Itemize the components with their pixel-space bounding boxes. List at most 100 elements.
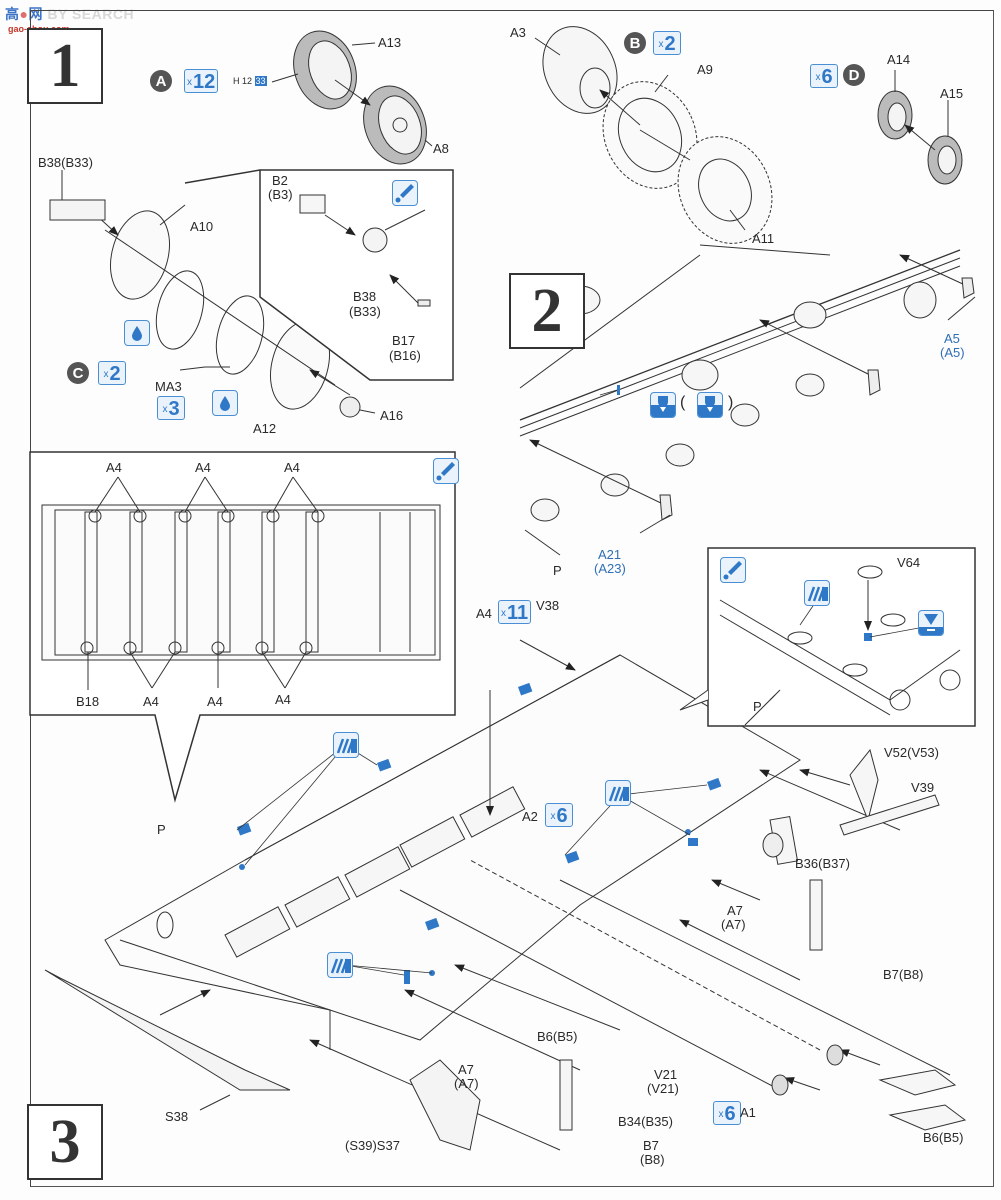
part-label: (B33) <box>349 304 381 319</box>
variant-badge-d: D <box>843 64 865 86</box>
part-label: A14 <box>887 52 911 67</box>
part-label: A8 <box>433 141 449 156</box>
road-wheel-outer <box>293 30 357 110</box>
part-label: B6(B5) <box>923 1130 964 1145</box>
part-label: (B8) <box>640 1152 665 1167</box>
part-label: B2 <box>272 173 288 188</box>
part-label: (A23) <box>594 561 626 576</box>
qty-number: 6 <box>821 66 833 88</box>
part-label: P <box>753 699 762 714</box>
qty-x: x <box>550 811 556 822</box>
part-label: B7(B8) <box>883 967 924 982</box>
part-label: B17 <box>392 333 416 348</box>
part-label: B36(B37) <box>795 856 850 871</box>
qty-number: 2 <box>664 33 676 55</box>
paint-code: 33 <box>254 76 267 86</box>
qty-number: 6 <box>556 805 568 827</box>
part-label: A13 <box>378 35 402 50</box>
part-label: (A7) <box>454 1076 479 1091</box>
part-label: MA3 <box>155 379 182 394</box>
optional-paren-close: ) <box>728 394 734 411</box>
part-label: A7 <box>727 903 743 918</box>
qty-number: 6 <box>724 1103 736 1125</box>
step-1-number: 1 <box>27 28 103 104</box>
paint-stripes-icon <box>333 732 359 758</box>
part-label: B18 <box>76 694 100 709</box>
step-2-number: 2 <box>509 273 585 349</box>
qty-x: x <box>658 39 664 50</box>
cement-brush-icon <box>720 557 746 583</box>
glue-point <box>518 682 533 696</box>
part-label: V52(V53) <box>884 745 939 760</box>
part-label: B38(B33) <box>38 155 93 170</box>
part-label: A5 <box>944 331 960 346</box>
cement-brush-icon <box>433 458 459 484</box>
part-label: V38 <box>536 598 560 613</box>
variant-badge-b: B <box>624 32 646 54</box>
variant-badge-a: A <box>150 70 172 92</box>
part-label: A15 <box>940 86 964 101</box>
remove-part-icon <box>918 610 944 636</box>
road-wheel-inner <box>363 85 427 165</box>
qty-x: x <box>815 72 821 83</box>
paint-reference: H 12 33 <box>233 76 267 86</box>
part-label: A10 <box>190 219 214 234</box>
part-label: A16 <box>380 408 404 423</box>
part-label: A4 <box>284 460 300 475</box>
qty-number: 3 <box>168 398 180 420</box>
qty-number: 11 <box>507 602 529 624</box>
glue-drop-icon <box>124 320 150 346</box>
part-label: A4 <box>106 460 122 475</box>
part-label-a1: A1 <box>740 1105 756 1120</box>
part-label: A11 <box>752 231 775 246</box>
qty-x: x <box>162 404 168 415</box>
part-label: A9 <box>697 62 713 77</box>
part-label: V39 <box>911 780 935 795</box>
variant-badge-c: C <box>67 362 89 384</box>
paint-stripes-icon <box>327 952 353 978</box>
optional-paren-open: ( <box>680 394 686 411</box>
qty-number: 2 <box>109 363 121 385</box>
part-label: A4 <box>275 692 291 707</box>
paint-stripes-icon <box>804 580 830 606</box>
cement-brush-icon <box>392 180 418 206</box>
part-label: A12 <box>253 421 277 436</box>
part-label: B6(B5) <box>537 1029 578 1044</box>
part-label: A21 <box>598 547 622 562</box>
part-label: B38 <box>353 289 377 304</box>
part-label: A4 <box>195 460 211 475</box>
part-label: (A5) <box>940 345 965 360</box>
part-label: A7 <box>458 1062 474 1077</box>
glue-drop-icon <box>212 390 238 416</box>
part-label: P <box>157 822 166 837</box>
part-label: B34(B35) <box>618 1114 673 1129</box>
qty-x: x <box>103 369 109 380</box>
part-label: P <box>553 563 562 578</box>
part-label: (V21) <box>647 1081 679 1096</box>
part-label: (B16) <box>389 348 421 363</box>
part-label: A4 <box>207 694 223 709</box>
part-label: V21 <box>654 1067 678 1082</box>
watermark-logo-char: 高 <box>5 6 20 22</box>
qty-number: 12 <box>193 71 216 93</box>
part-label: (B3) <box>268 187 293 202</box>
drill-hole-icon <box>650 392 676 418</box>
qty-x: x <box>501 608 506 619</box>
watermark-logo-icon: ● <box>19 6 29 22</box>
part-label: B7 <box>643 1138 659 1153</box>
part-label-a2: A2 <box>522 809 538 824</box>
part-label: (S39)S37 <box>345 1138 400 1153</box>
qty-x: x <box>187 77 192 88</box>
drill-hole-icon <box>697 392 723 418</box>
part-label: V64 <box>897 555 921 570</box>
part-label: A4 <box>143 694 159 709</box>
